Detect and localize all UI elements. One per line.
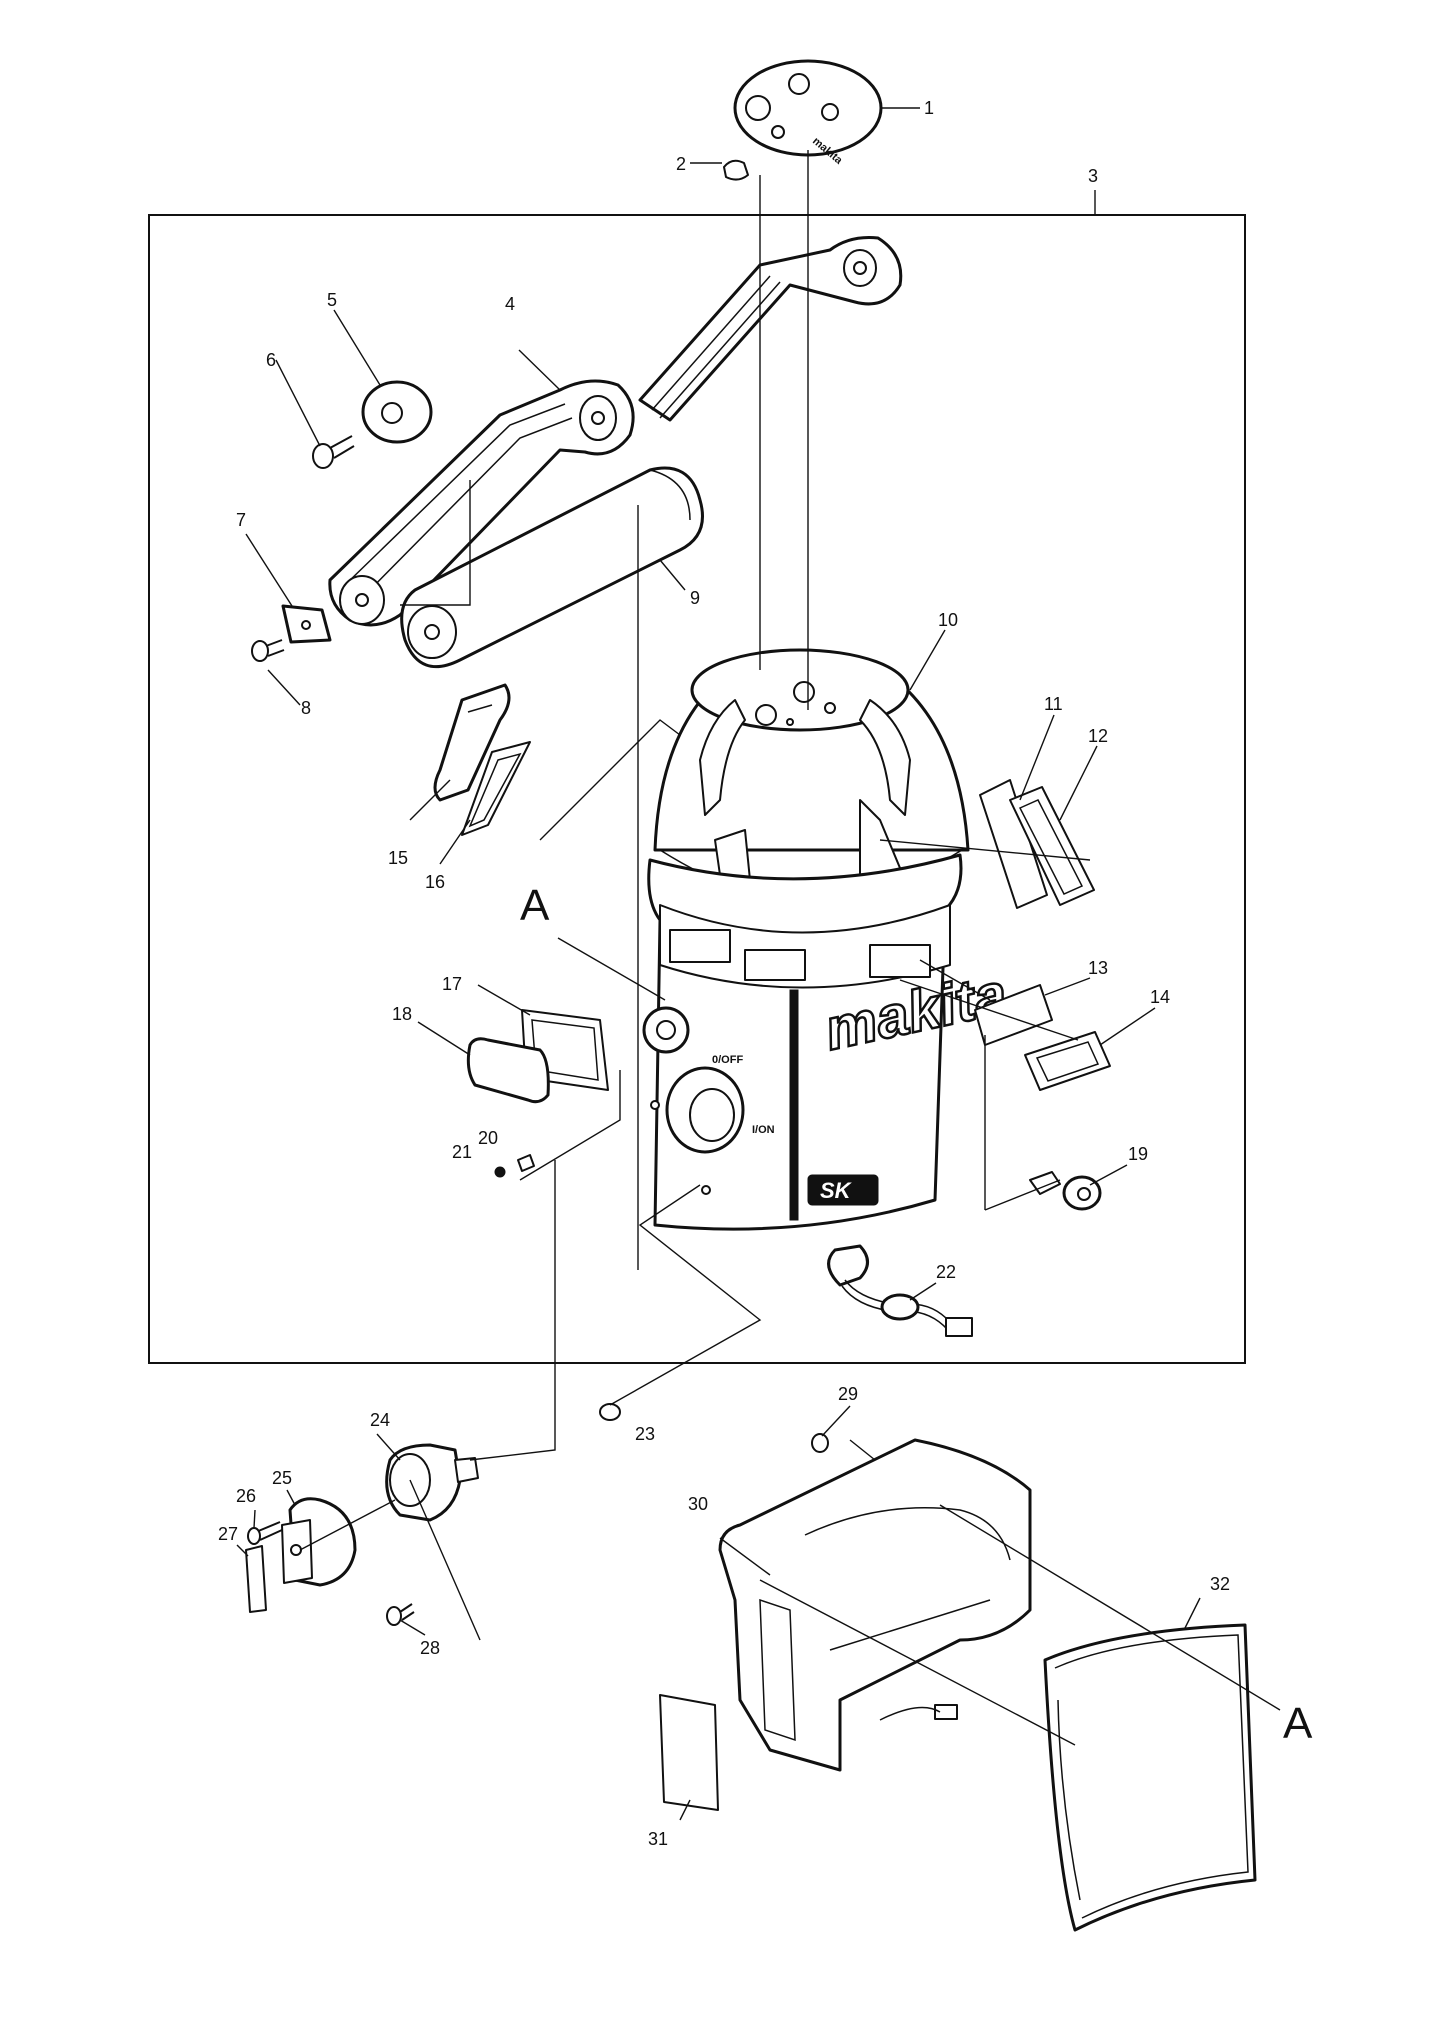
label-part-2: 2 [676, 154, 686, 174]
label-part-25: 25 [272, 1468, 292, 1488]
housing-body: makita SK 0/OFF I/ON [642, 853, 1014, 1231]
label-part-13: 13 [1088, 958, 1108, 978]
part-14-gasket [1024, 1031, 1111, 1091]
label-part-12: 12 [1088, 726, 1108, 746]
part-26-screw [247, 1521, 283, 1545]
label-part-14: 14 [1150, 987, 1170, 1007]
label-part-16: 16 [425, 872, 445, 892]
part-5-washer [361, 380, 433, 444]
part-21-ball [494, 1166, 506, 1178]
label-part-9: 9 [690, 588, 700, 608]
label-part-4: 4 [505, 294, 515, 314]
label-part-15: 15 [388, 848, 408, 868]
label-part-22: 22 [936, 1262, 956, 1282]
part-18-window [466, 1037, 550, 1104]
part-22-cable [827, 1244, 973, 1337]
label-part-17: 17 [442, 974, 462, 994]
label-part-29: 29 [838, 1384, 858, 1404]
part-32-shield [1043, 1623, 1257, 1932]
part-1-top-cap: makita [733, 59, 883, 167]
part-8-screw [251, 639, 285, 662]
part-11-window [979, 779, 1048, 909]
part-16-gasket [461, 741, 531, 836]
reference-mark-a-lower: A [1283, 1699, 1313, 1748]
label-part-18: 18 [392, 1004, 412, 1024]
leader-lines [236, 107, 1281, 1821]
label-part-7: 7 [236, 510, 246, 530]
part-30-base-bracket [718, 1438, 1032, 1772]
label-part-21: 21 [452, 1142, 472, 1162]
part-7-plate [281, 604, 332, 644]
part-29-screw [811, 1433, 829, 1453]
label-part-5: 5 [327, 290, 337, 310]
part-6-screw [312, 435, 355, 469]
label-part-27: 27 [218, 1524, 238, 1544]
part-24-knob [385, 1443, 479, 1522]
label-part-30: 30 [688, 1494, 708, 1514]
part-25-knob-cap [281, 1497, 357, 1587]
part-31-label [659, 1694, 719, 1811]
reference-mark-a-upper: A [520, 881, 550, 930]
label-part-31: 31 [648, 1829, 668, 1849]
part-13-window [974, 984, 1053, 1046]
model-badge: SK [820, 1178, 853, 1203]
part-23-screw [599, 1403, 621, 1421]
part-28-screw [386, 1603, 415, 1626]
label-part-11: 11 [1044, 694, 1063, 714]
label-part-10: 10 [938, 610, 958, 630]
label-part-1: 1 [924, 98, 934, 118]
label-part-32: 32 [1210, 1574, 1230, 1594]
switch-off-marking: 0/OFF [712, 1054, 743, 1066]
label-part-24: 24 [370, 1410, 390, 1430]
label-part-23: 23 [635, 1424, 655, 1444]
part-15-clip [433, 683, 511, 802]
part-27-plate [245, 1545, 267, 1613]
part-2-plug [723, 159, 749, 181]
label-part-8: 8 [301, 698, 311, 718]
switch-on-marking: I/ON [752, 1124, 775, 1136]
label-part-20: 20 [478, 1128, 498, 1148]
label-part-19: 19 [1128, 1144, 1148, 1164]
part-20-setscrew [517, 1154, 535, 1172]
label-part-28: 28 [420, 1638, 440, 1658]
part-9-battery-holder [400, 466, 704, 669]
part-10-housing-dome [653, 648, 970, 911]
label-part-6: 6 [266, 350, 276, 370]
part-labels: 1 2 3 4 5 6 7 8 9 10 11 12 13 14 15 16 1… [218, 98, 1230, 1849]
assembly-frame [148, 214, 1246, 1364]
label-part-26: 26 [236, 1486, 256, 1506]
label-part-3: 3 [1088, 166, 1098, 186]
part-4-arm-back [638, 236, 903, 422]
part-12-gasket [1009, 786, 1095, 906]
part-4-arm-front [328, 379, 635, 627]
part-19-connector [1029, 1171, 1102, 1211]
